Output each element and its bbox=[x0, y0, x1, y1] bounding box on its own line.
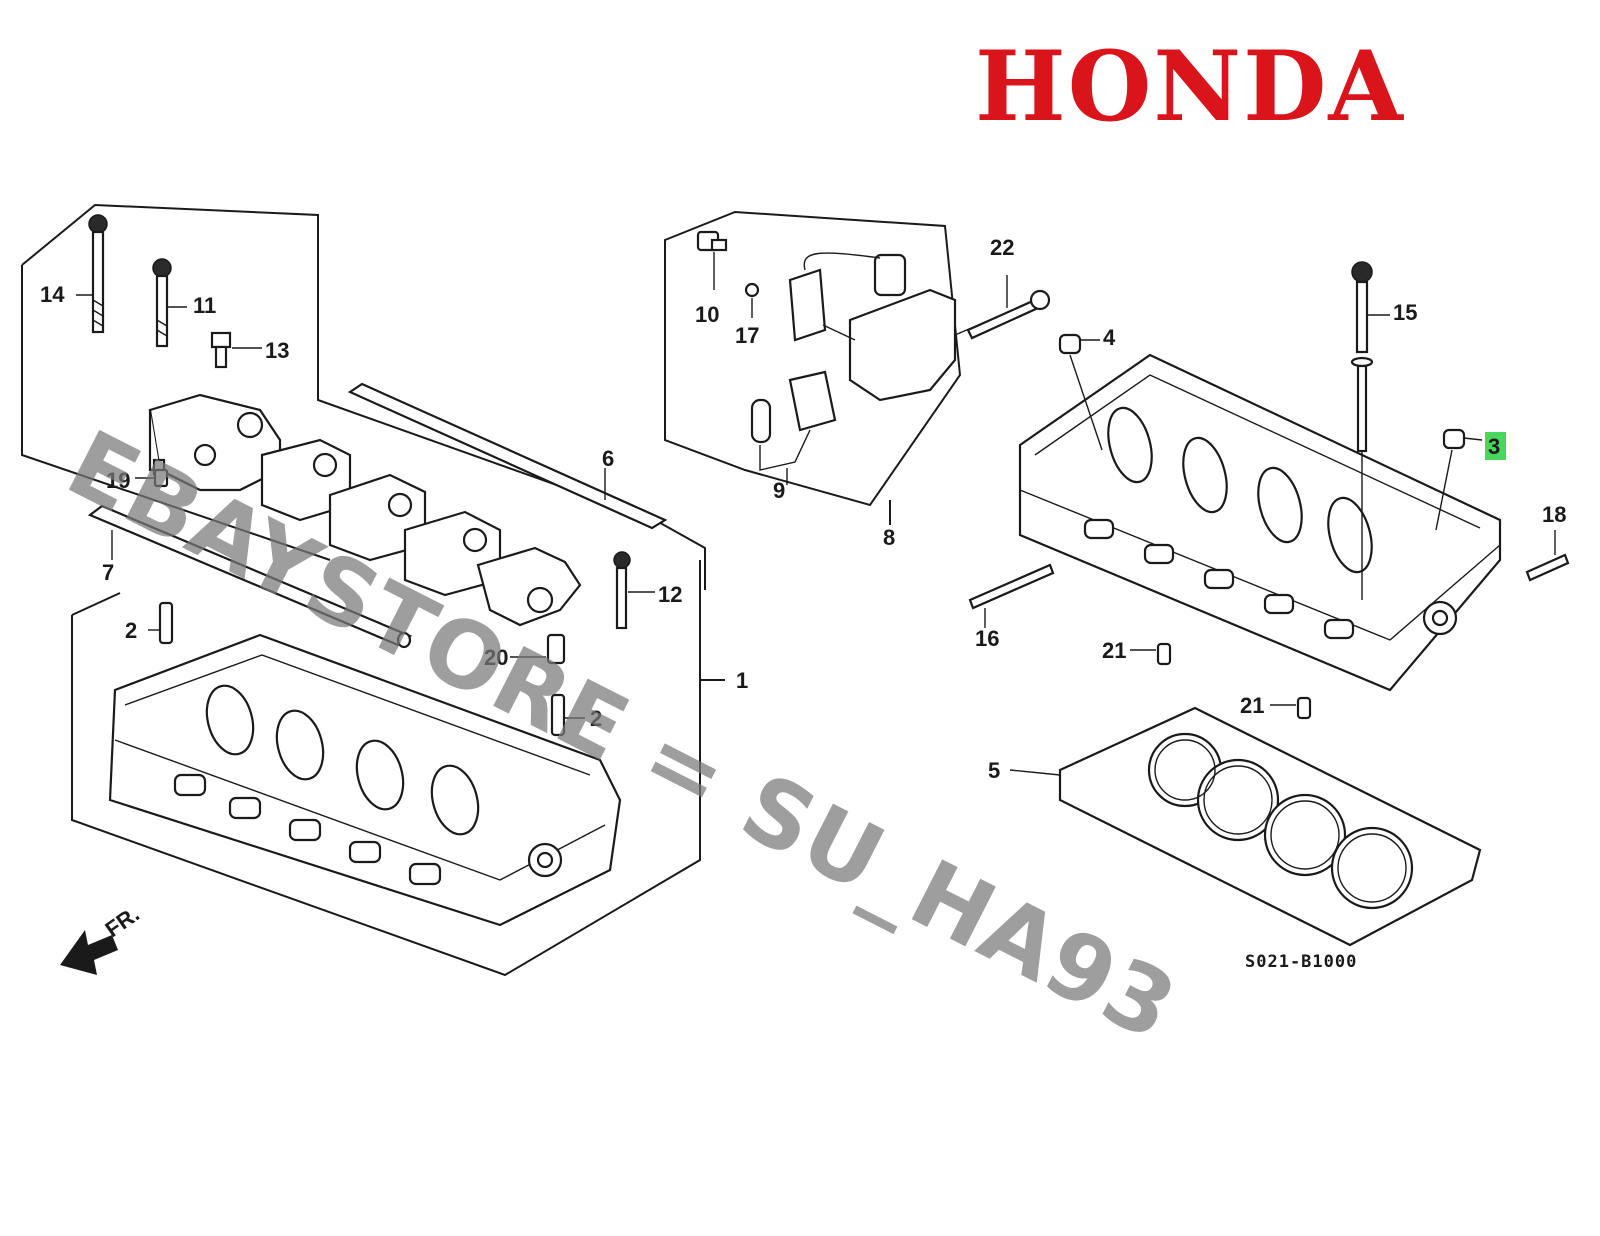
honda-logo: HONDA bbox=[975, 32, 1405, 142]
callout-4: 4 bbox=[1103, 325, 1116, 350]
callout-3: 3 bbox=[1488, 434, 1500, 459]
rocker-shaft-7 bbox=[87, 504, 413, 649]
stud-bolt-22 bbox=[966, 275, 1051, 340]
dowel-21a bbox=[1156, 642, 1172, 666]
head-gasket-5 bbox=[1009, 706, 1482, 947]
highlight-marker bbox=[1485, 432, 1506, 460]
dowel-pin-19 bbox=[135, 468, 169, 488]
sensor-10 bbox=[696, 230, 728, 290]
cylinder-head-left bbox=[108, 633, 622, 927]
dowel-21b bbox=[1296, 696, 1312, 720]
callout-13: 13 bbox=[265, 338, 289, 363]
sealing-plug-3 bbox=[1435, 428, 1483, 531]
callout-11: 11 bbox=[193, 293, 216, 318]
cylinder-head-frame bbox=[71, 560, 725, 977]
rocker-arms bbox=[148, 393, 582, 627]
callout-10: 10 bbox=[695, 302, 719, 327]
callout-8b: 8 bbox=[883, 525, 895, 550]
head-bolt-15 bbox=[1350, 261, 1390, 600]
rocker-shaft-6 bbox=[347, 382, 668, 530]
cylinder-head-right bbox=[1018, 353, 1502, 692]
stud-16 bbox=[968, 563, 1055, 628]
front-arrow-icon bbox=[60, 930, 118, 975]
callout-21a: 21 bbox=[1102, 638, 1126, 663]
callout-2a: 2 bbox=[125, 618, 137, 643]
vtec-solenoid-frame bbox=[664, 210, 962, 525]
rocker-assembly-frame bbox=[21, 203, 706, 590]
callout-21b: 21 bbox=[1240, 693, 1264, 718]
callout-19: 19 bbox=[106, 468, 130, 493]
dowel-2a bbox=[148, 601, 174, 645]
callout-2b: 2 bbox=[590, 706, 602, 731]
filter-9 bbox=[750, 370, 837, 485]
bolt-12 bbox=[613, 551, 655, 630]
sealing-plug-4 bbox=[1058, 333, 1103, 451]
honda-logo-text: HONDA bbox=[975, 32, 1405, 142]
callout-5: 5 bbox=[988, 758, 1000, 783]
stud-18 bbox=[1525, 530, 1570, 582]
callout-labels: 14 11 13 19 6 7 12 2 20 1 2 10 17 22 9 8… bbox=[40, 235, 1566, 783]
callout-1: 1 bbox=[736, 668, 748, 693]
washer-17 bbox=[744, 282, 760, 318]
callout-17: 17 bbox=[735, 323, 759, 348]
callout-18: 18 bbox=[1542, 502, 1566, 527]
callout-16: 16 bbox=[975, 626, 999, 651]
dowel-2b bbox=[550, 693, 585, 737]
lost-motion-assembly-20 bbox=[510, 633, 566, 665]
bolt-13 bbox=[210, 331, 262, 369]
bolt-14 bbox=[76, 214, 108, 334]
bolt-11 bbox=[152, 258, 187, 348]
callout-22: 22 bbox=[990, 235, 1014, 260]
front-direction-label: FR. bbox=[101, 901, 144, 942]
callout-15: 15 bbox=[1393, 300, 1417, 325]
callout-7: 7 bbox=[102, 560, 114, 585]
reference-code: S021-B1000 bbox=[1245, 952, 1358, 972]
callout-9: 9 bbox=[773, 478, 785, 503]
callout-14: 14 bbox=[40, 282, 65, 307]
callout-leaders bbox=[1130, 649, 1296, 706]
callout-20: 20 bbox=[484, 645, 508, 670]
callout-6: 6 bbox=[602, 446, 614, 471]
vtec-solenoid bbox=[788, 252, 991, 402]
callout-12: 12 bbox=[658, 582, 682, 607]
